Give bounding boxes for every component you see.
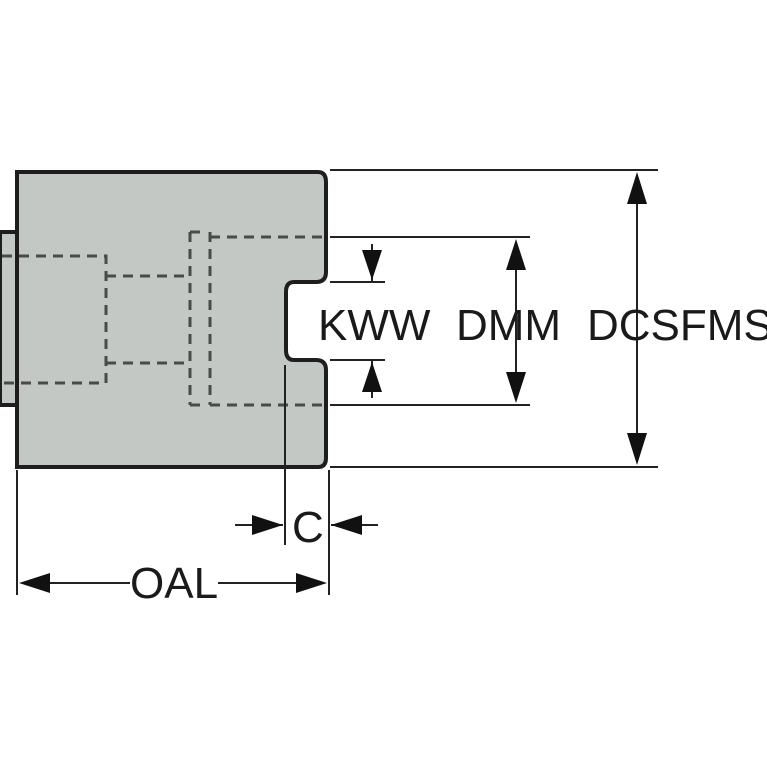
- kww-dimension: [362, 244, 382, 398]
- dcsfms-dimension: [627, 172, 647, 465]
- tool-body: [15, 170, 328, 469]
- dmm-label: DMM: [456, 301, 561, 350]
- extension-lines: [16, 169, 658, 595]
- hidden-lines: [2, 230, 325, 407]
- oal-label: OAL: [130, 559, 218, 608]
- kww-label: KWW: [318, 301, 431, 350]
- c-dimension: [235, 515, 378, 535]
- c-label: C: [292, 503, 324, 552]
- dmm-dimension: [506, 239, 526, 403]
- dcsfms-label: DCSFMS: [587, 301, 767, 350]
- shank-stub: [0, 230, 19, 407]
- oal-dimension: [19, 573, 327, 593]
